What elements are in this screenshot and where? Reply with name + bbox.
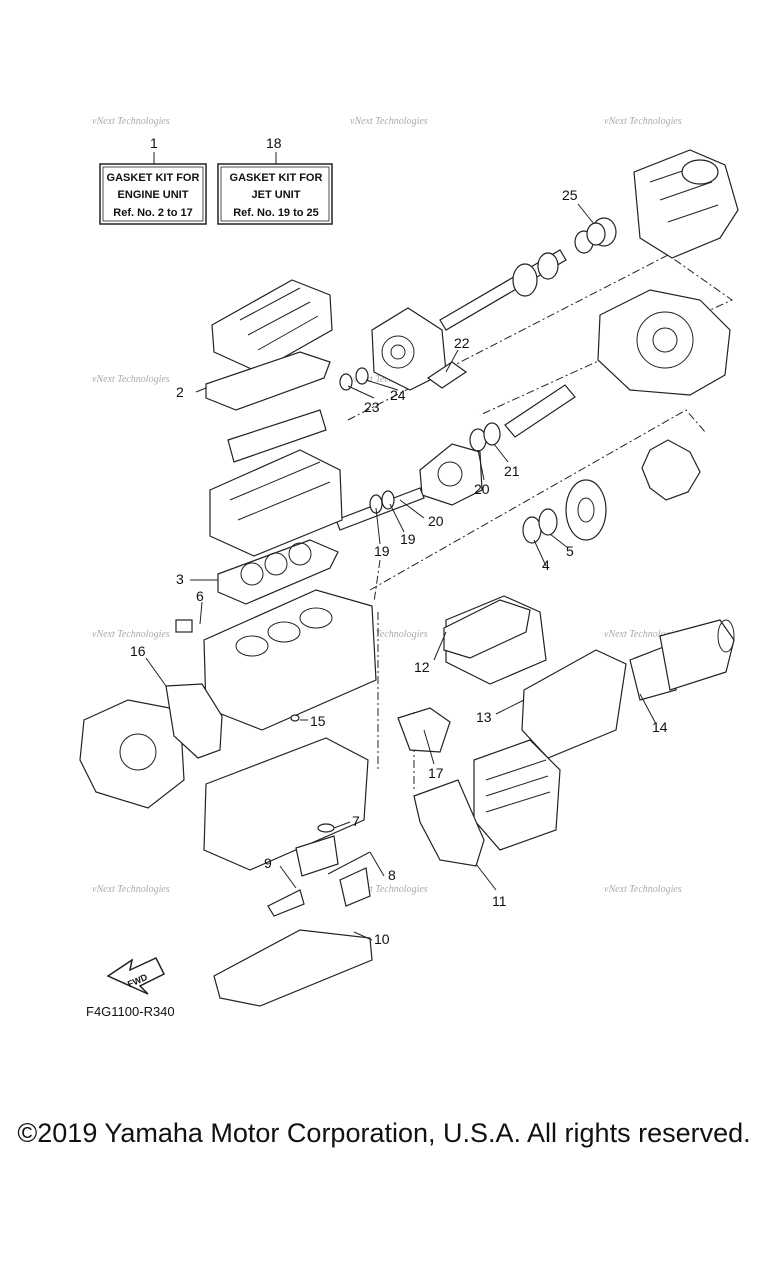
- kit-line-3: Ref. No. 2 to 17: [113, 207, 192, 219]
- callout-12: 12: [414, 659, 430, 675]
- callout-5: 5: [566, 543, 574, 559]
- callouts: 2 3 4 5 6 7 8 9 10 11 12 13 14 15 16 17 …: [130, 187, 668, 947]
- copyright-notice: ©2019 Yamaha Motor Corporation, U.S.A. A…: [17, 1118, 751, 1148]
- kit-line-1: GASKET KIT FOR: [107, 172, 200, 184]
- watermark-9: vNext Technologies: [92, 884, 170, 895]
- callout-11: 11: [492, 893, 507, 909]
- engine-assembly: [79, 279, 377, 1007]
- seals-jet: [339, 222, 606, 544]
- callout-13: 13: [476, 709, 492, 725]
- callout-22: 22: [454, 335, 470, 351]
- callout-7: 7: [352, 813, 360, 829]
- callout-14: 14: [652, 719, 668, 735]
- watermark-7: vNext Technologies: [350, 629, 428, 640]
- kit-line-2: JET UNIT: [252, 189, 301, 201]
- callout-25: 25: [562, 187, 578, 203]
- callout-6: 6: [196, 588, 204, 604]
- callout-20a: 20: [428, 513, 444, 529]
- callout-24: 24: [390, 387, 406, 403]
- fwd-arrow-icon: FWD: [106, 957, 166, 995]
- callout-9: 9: [264, 855, 272, 871]
- exhaust-assembly: [373, 559, 735, 867]
- kit-ref-number: 1: [150, 135, 158, 151]
- callout-4: 4: [542, 557, 550, 573]
- callout-8: 8: [388, 867, 396, 883]
- watermark-4: vNext Technologies: [92, 374, 170, 385]
- callout-16: 16: [130, 643, 146, 659]
- callout-15: 15: [310, 713, 326, 729]
- watermark-2: vNext Technologies: [350, 116, 428, 127]
- callout-19b: 19: [400, 531, 416, 547]
- callout-10: 10: [374, 931, 390, 947]
- callout-20b: 20: [474, 481, 490, 497]
- callout-17: 17: [428, 765, 444, 781]
- watermark-1: vNext Technologies: [92, 116, 170, 127]
- callout-2: 2: [176, 384, 184, 400]
- callout-3: 3: [176, 571, 184, 587]
- kit-line-3: Ref. No. 19 to 25: [233, 207, 319, 219]
- kit-box-engine: 1 GASKET KIT FOR ENGINE UNIT Ref. No. 2 …: [99, 135, 207, 225]
- kit-line-1: GASKET KIT FOR: [230, 172, 323, 184]
- watermark-8: vNext Technologies: [604, 629, 682, 640]
- watermark-10: vNext Technologies: [350, 884, 428, 895]
- watermark-11: vNext Technologies: [604, 884, 682, 895]
- watermarks: vNext Technologies vNext Technologies vN…: [92, 116, 682, 895]
- kit-ref-number: 18: [266, 135, 282, 151]
- watermark-6: vNext Technologies: [92, 629, 170, 640]
- watermark-3: vNext Technologies: [604, 116, 682, 127]
- kit-line-2: ENGINE UNIT: [118, 189, 189, 201]
- diagram-code: F4G1100-R340: [86, 1004, 175, 1019]
- callout-19a: 19: [374, 543, 390, 559]
- callout-23: 23: [364, 399, 380, 415]
- kit-box-jet: 18 GASKET KIT FOR JET UNIT Ref. No. 19 t…: [217, 135, 333, 225]
- callout-21: 21: [504, 463, 520, 479]
